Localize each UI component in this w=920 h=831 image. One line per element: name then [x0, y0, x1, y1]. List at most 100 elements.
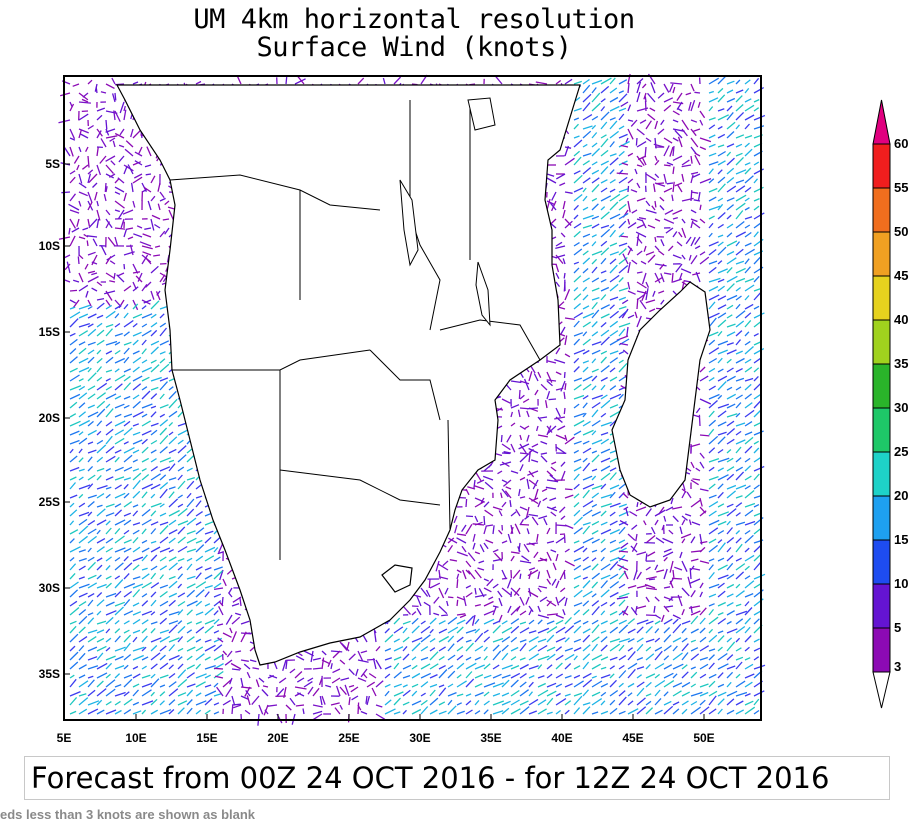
- wind-barb: [564, 548, 570, 553]
- wind-barb: [105, 128, 116, 133]
- wind-barb: [517, 546, 521, 553]
- wind-barb: [582, 195, 588, 202]
- wind-barb: [600, 538, 606, 544]
- wind-barb: [672, 515, 679, 523]
- wind-barb: [96, 164, 102, 176]
- wind-barb: [150, 340, 160, 346]
- wind-barb: [69, 170, 76, 175]
- wind-barb: [61, 191, 71, 194]
- wind-barb: [753, 473, 760, 481]
- wind-barb: [159, 488, 168, 499]
- wind-barb: [717, 542, 726, 553]
- wind-barb: [582, 143, 588, 148]
- wind-barb: [636, 271, 643, 274]
- wind-barb: [645, 534, 656, 544]
- wind-barb: [717, 133, 726, 139]
- wind-barb: [549, 497, 557, 502]
- wind-barb: [483, 587, 492, 593]
- wind-barb: [735, 134, 745, 139]
- wind-barb: [73, 279, 80, 283]
- wind-barb: [753, 205, 760, 211]
- wind-barb: [708, 260, 718, 265]
- wind-barb: [699, 434, 710, 437]
- wind-barb: [633, 569, 638, 581]
- wind-barb: [483, 636, 491, 643]
- wind-barb: [735, 210, 744, 220]
- wind-barb: [235, 650, 242, 653]
- wind-barb: [159, 617, 168, 625]
- wind-barb: [672, 209, 683, 215]
- wind-barb: [744, 534, 754, 544]
- wind-barb: [537, 416, 543, 422]
- wind-barb: [204, 639, 212, 643]
- wind-barb: [483, 629, 489, 634]
- wind-barb: [735, 530, 741, 535]
- wind-barb: [672, 110, 680, 116]
- wind-barb: [528, 644, 538, 652]
- wind-barb: [177, 583, 183, 589]
- wind-barb: [735, 495, 743, 499]
- wind-barb: [114, 655, 124, 661]
- wind-barb: [631, 524, 638, 531]
- wind-barb: [582, 620, 589, 625]
- wind-barb: [96, 637, 105, 643]
- wind-barb: [546, 173, 555, 177]
- wind-barb: [609, 580, 620, 589]
- wind-barb: [78, 511, 90, 517]
- wind-barb: [536, 533, 539, 543]
- wind-barb: [708, 187, 718, 193]
- wind-barb: [147, 200, 152, 211]
- wind-barb: [573, 107, 582, 112]
- wind-barb: [659, 263, 665, 270]
- wind-barb: [429, 651, 439, 661]
- wind-barb: [726, 89, 734, 94]
- wind-barb: [622, 605, 629, 616]
- wind-barb: [600, 294, 607, 301]
- wind-barb: [726, 358, 732, 364]
- wind-barb: [109, 137, 116, 142]
- wind-barb: [87, 275, 99, 283]
- wind-barb: [625, 137, 629, 143]
- wind-barb: [681, 159, 690, 166]
- wind-barb: [627, 281, 631, 290]
- wind-barb: [141, 348, 147, 355]
- wind-barb: [513, 587, 521, 596]
- wind-barb: [591, 503, 598, 508]
- wind-barb: [69, 401, 78, 409]
- wind-barb: [78, 484, 91, 490]
- wind-barb: [654, 637, 661, 643]
- wind-barb: [204, 607, 214, 616]
- wind-barb: [501, 636, 511, 643]
- wind-barb: [558, 506, 566, 513]
- wind-barb: [528, 653, 540, 661]
- wind-barb: [498, 529, 503, 535]
- wind-barb: [618, 554, 626, 562]
- wind-barb: [618, 265, 629, 274]
- wind-barb: [78, 182, 87, 189]
- wind-barb: [708, 77, 720, 85]
- wind-barb: [717, 635, 725, 643]
- wind-barb: [582, 457, 588, 463]
- wind-barb: [105, 328, 113, 337]
- wind-barb: [483, 501, 490, 508]
- wind-barb: [177, 520, 189, 526]
- wind-barb: [744, 529, 751, 535]
- wind-barb: [150, 265, 159, 274]
- wind-barb: [483, 646, 488, 652]
- wind-barb: [510, 526, 514, 535]
- wind-barb: [726, 314, 733, 319]
- wind-barb: [510, 618, 520, 625]
- wind-barb: [744, 123, 750, 130]
- wind-barb: [159, 230, 166, 238]
- wind-barb: [560, 326, 566, 335]
- wind-barb: [744, 366, 753, 373]
- wind-barb: [510, 404, 520, 409]
- wind-barb: [672, 614, 681, 620]
- wind-barb: [539, 416, 548, 419]
- wind-barb: [105, 503, 115, 508]
- wind-barb: [150, 290, 155, 300]
- wind-barb: [485, 539, 494, 544]
- wind-barb: [582, 653, 591, 661]
- wind-barb: [159, 427, 168, 436]
- wind-barb: [177, 557, 185, 562]
